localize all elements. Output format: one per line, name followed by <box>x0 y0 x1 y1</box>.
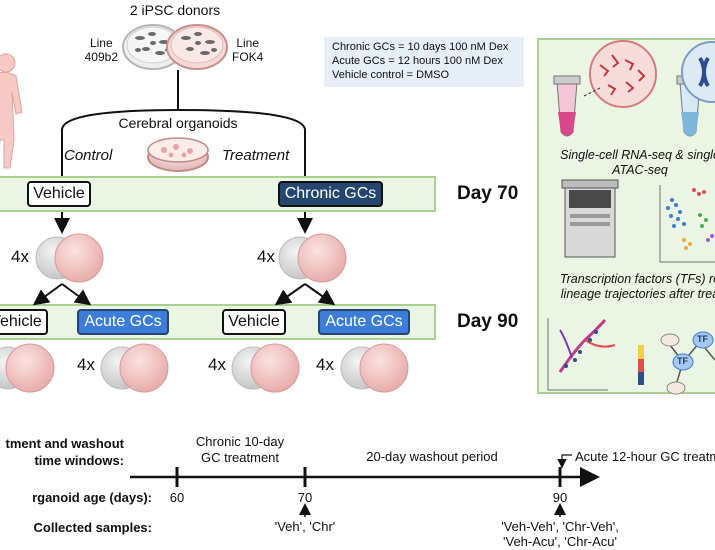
samples-label: Collected samples: <box>33 520 153 535</box>
tick-90: 90 <box>552 490 568 505</box>
count-veh-acu: 4x <box>77 355 95 374</box>
ipsc-dish-fok4-icon <box>166 24 228 70</box>
acute-window-label: Acute 12-hour GC treatm <box>575 449 715 464</box>
age-label: rganoid age (days): <box>32 490 152 505</box>
legend-chronic: Chronic GCs = 10 days 100 nM Dex <box>332 41 509 53</box>
organoid-dish-icon <box>147 137 209 172</box>
organoid-pair-veh-veh-icon <box>0 343 55 393</box>
chronic-window-label: Chronic 10-day GC treatment <box>195 434 285 465</box>
organoid-pair-chr-acu-icon <box>340 343 409 393</box>
legend-acute: Acute GCs = 12 hours 100 nM Dex <box>332 55 503 67</box>
vehicle-box-day90-b: Vehicle <box>222 309 286 335</box>
acute-gcs-box-a: Acute GCs <box>77 309 169 335</box>
acute-gcs-box-b: Acute GCs <box>318 309 410 335</box>
tf-node-label-2: TF <box>697 334 708 344</box>
count-chronic: 4x <box>257 247 275 266</box>
donors-title: 2 iPSC donors <box>129 2 221 18</box>
count-vehicle: 4x <box>11 247 29 266</box>
cerebral-organoids-label: Cerebral organoids <box>118 115 238 131</box>
organoid-pair-vehicle-icon <box>35 233 104 283</box>
organoid-pair-veh-acu-icon <box>100 343 169 393</box>
umap-clusters-icon <box>659 185 715 263</box>
vehicle-box-day70: Vehicle <box>27 181 91 207</box>
treatment-legend: Chronic GCs = 10 days 100 nM Dex Acute G… <box>324 37 524 87</box>
sample-tube-rna-icon <box>553 75 581 137</box>
tf-network-icon <box>660 331 715 395</box>
count-chr-acu: 4x <box>316 355 334 374</box>
donor-figure-icon <box>0 53 23 169</box>
washout-label: 20-day washout period <box>366 449 498 464</box>
rna-strands-icon <box>583 40 657 108</box>
line-409b2-label: Line 409b2 <box>84 36 118 64</box>
samples-70: 'Veh', 'Chr' <box>274 519 336 534</box>
count-chr-veh: 4x <box>208 355 226 374</box>
legend-vehicle: Vehicle control = DMSO <box>332 69 450 81</box>
day90-label: Day 90 <box>457 311 519 332</box>
day70-label: Day 70 <box>457 183 519 204</box>
treatment-arm-label: Treatment <box>222 147 290 164</box>
line-fok4-label: Line FOK4 <box>232 36 264 64</box>
organoid-pair-chronic-icon <box>278 233 347 283</box>
windows-label: tment and washout time windows: <box>5 436 124 468</box>
tf-lineage-label: Transcription factors (TFs) re lineage t… <box>559 272 715 301</box>
control-arm-label: Control <box>64 147 113 164</box>
assay-label: Single-cell RNA-seq & single ATAC-seq <box>560 148 715 177</box>
samples-90: 'Veh-Veh', 'Chr-Veh', 'Veh-Acu', 'Chr-Ac… <box>501 519 619 549</box>
sequencer-icon <box>561 179 619 258</box>
vehicle-box-day90-a: Vehicle <box>0 309 48 335</box>
chronic-gcs-box: Chronic GCs <box>278 181 383 207</box>
tick-70: 70 <box>297 490 313 505</box>
chromatin-icon <box>681 41 715 103</box>
tf-node-label-1: TF <box>677 356 688 366</box>
trajectory-plot-icon <box>547 318 644 391</box>
tick-60: 60 <box>169 490 185 505</box>
organoid-pair-chr-veh-icon <box>231 343 300 393</box>
